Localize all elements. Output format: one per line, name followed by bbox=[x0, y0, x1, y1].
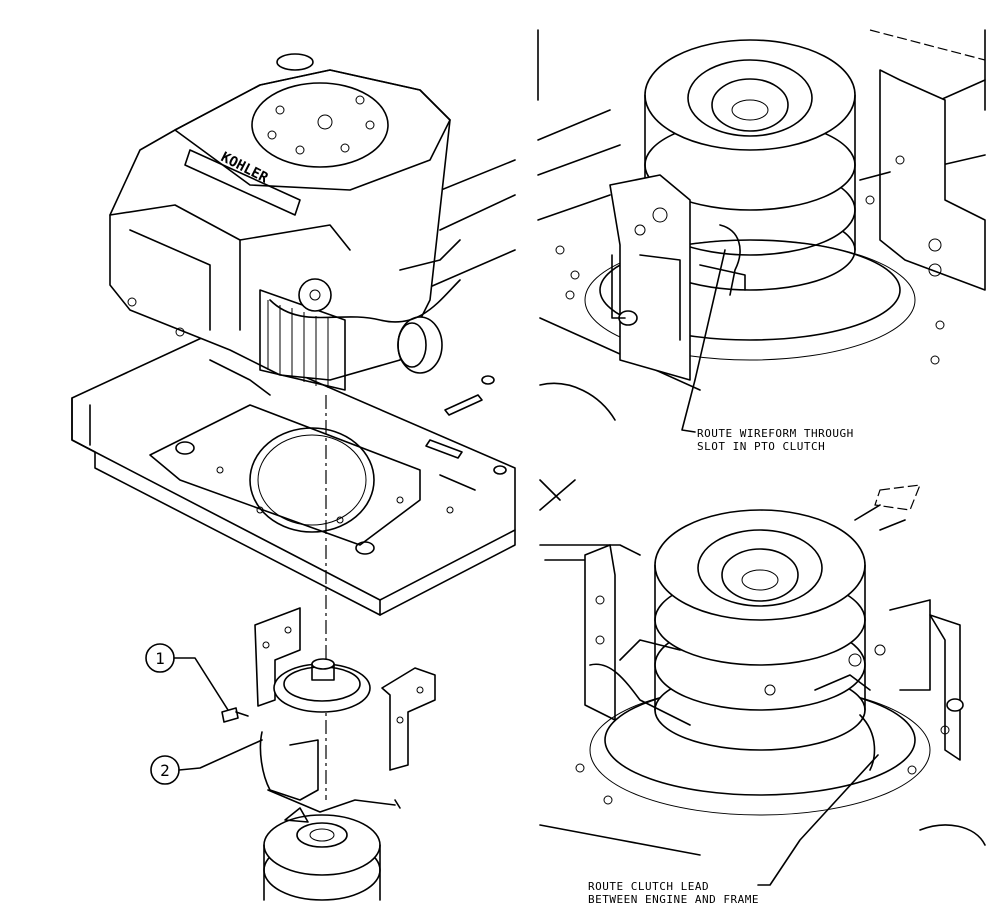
note-wireform-line2: SLOT IN PTO CLUTCH bbox=[697, 440, 825, 453]
callout-1: 1 bbox=[145, 643, 229, 711]
detail-view-bottom bbox=[539, 479, 986, 886]
callout-2: 2 bbox=[150, 739, 263, 785]
callout-1-number: 1 bbox=[155, 649, 165, 668]
engine-frame-assembly: KOHLER bbox=[71, 53, 516, 616]
note-wireform-line1: ROUTE WIREFORM THROUGH bbox=[697, 427, 854, 440]
note-clutch-lead-line2: BETWEEN ENGINE AND FRAME bbox=[588, 893, 759, 906]
exploded-parts bbox=[221, 607, 436, 901]
note-clutch-lead-line1: ROUTE CLUTCH LEAD bbox=[588, 880, 709, 893]
detail-view-top bbox=[537, 29, 986, 433]
callout-2-number: 2 bbox=[160, 761, 170, 780]
